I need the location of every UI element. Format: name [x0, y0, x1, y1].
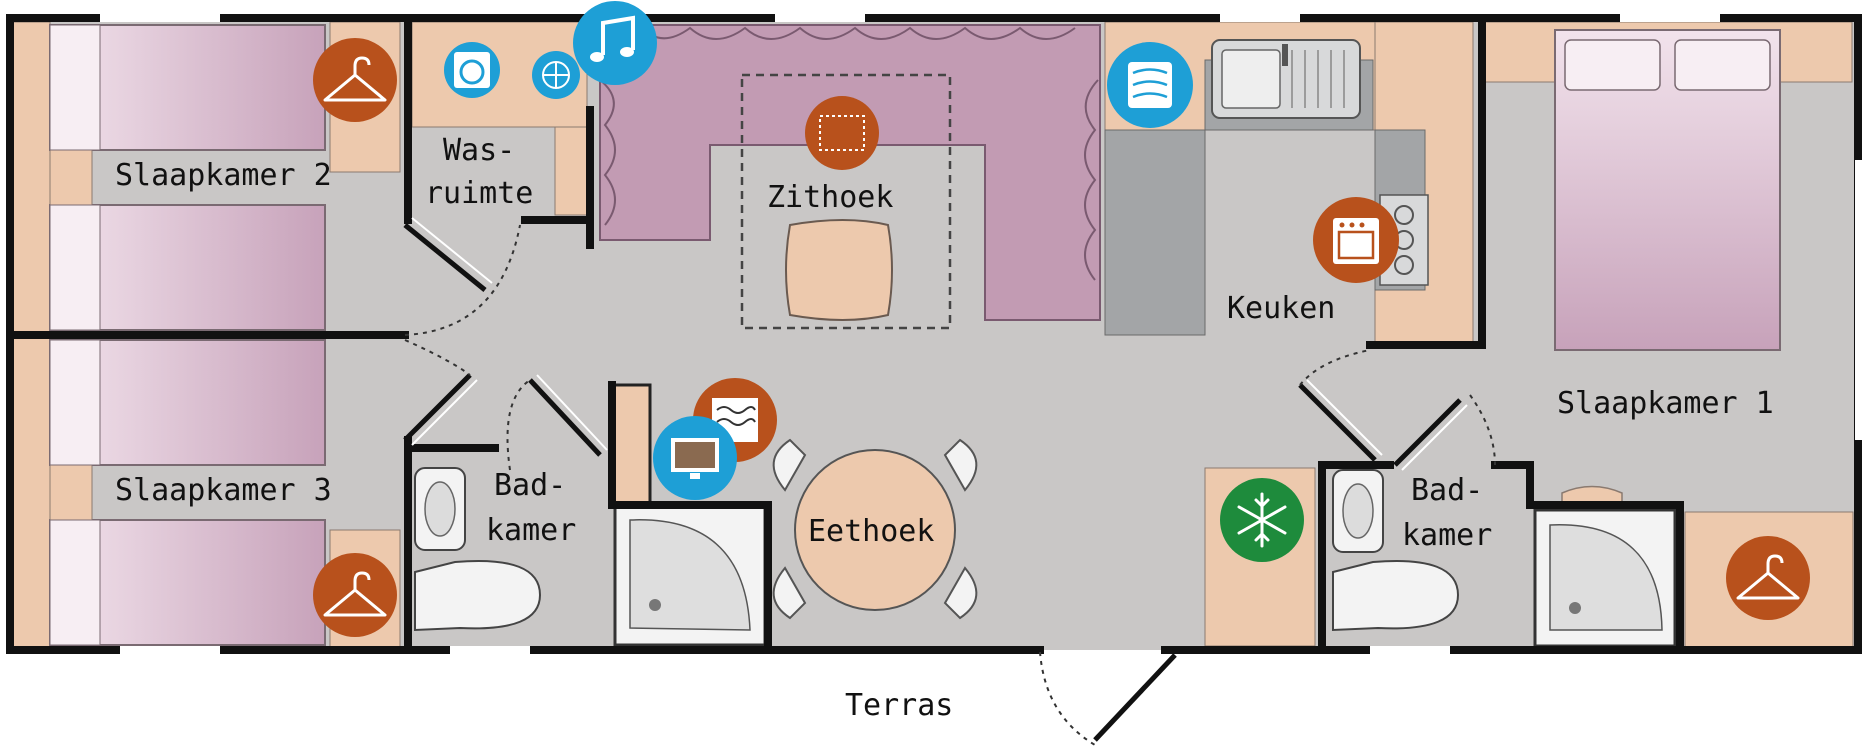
dryer-icon [532, 51, 580, 99]
label-zithoek: Zithoek [767, 180, 893, 215]
dining-table [772, 438, 978, 620]
left-bathroom-fixtures [414, 467, 767, 647]
snowflake-icon [1220, 478, 1304, 562]
bedroom-1-furniture [1481, 21, 1854, 648]
washing-machine-icon [444, 42, 500, 98]
heater-icon [1107, 42, 1193, 128]
label-badkamer-left-line2: kamer [486, 513, 576, 548]
oven-icon [1313, 197, 1399, 283]
label-slaapkamer-2: Slaapkamer 2 [115, 158, 332, 193]
rug [740, 73, 952, 330]
label-wasruimte-line2: ruimte [425, 176, 533, 211]
coffee-table [785, 219, 893, 321]
label-slaapkamer-1: Slaapkamer 1 [1557, 386, 1774, 421]
doors [403, 217, 1496, 747]
hanger-icon [313, 38, 397, 122]
hanger-icon [1726, 536, 1810, 620]
hanger-icon [313, 553, 397, 637]
label-badkamer-right-line2: kamer [1402, 518, 1492, 553]
label-slaapkamer-3: Slaapkamer 3 [115, 473, 332, 508]
label-keuken: Keuken [1227, 291, 1335, 326]
windows [100, 14, 1863, 654]
right-bathroom-fixtures [1204, 467, 1677, 648]
label-terras: Terras [845, 688, 953, 723]
label-badkamer-left-line1: Bad- [494, 468, 566, 503]
sofa [599, 24, 1101, 321]
label-badkamer-right-line1: Bad- [1411, 473, 1483, 508]
tv-cabinet [610, 383, 652, 507]
rug-icon [805, 96, 879, 170]
label-eethoek: Eethoek [808, 514, 934, 549]
label-wasruimte-line1: Was- [443, 133, 515, 168]
kitchen-sink [1211, 39, 1361, 119]
tv-icon [653, 416, 737, 500]
music-note-icon [573, 1, 657, 85]
